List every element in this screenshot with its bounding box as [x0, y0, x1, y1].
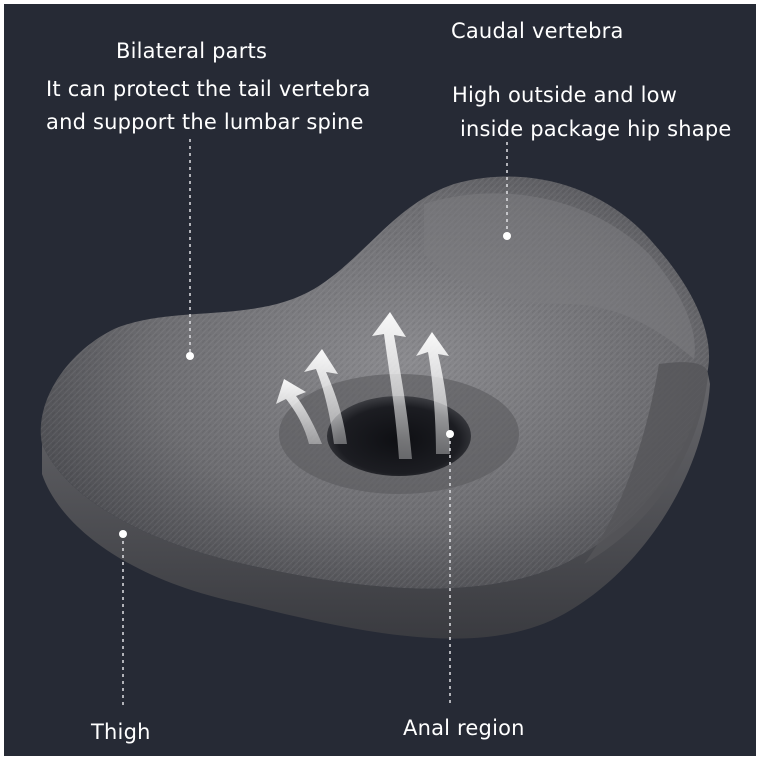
product-image-canvas: Bilateral parts It can protect the tail … — [4, 4, 756, 756]
high-outside-line1: High outside and low — [452, 83, 678, 107]
bilateral-parts-line2: and support the lumbar spine — [46, 110, 364, 134]
cushion-base-shadow — [42, 354, 710, 639]
marker-dot-caudal — [503, 232, 511, 240]
bilateral-parts-line1: It can protect the tail vertebra — [46, 77, 371, 101]
airflow-arrow-3 — [372, 312, 412, 459]
cushion-illustration — [40, 139, 710, 709]
cushion-right-edge — [584, 362, 709, 564]
marker-dot-anal — [446, 430, 454, 438]
airflow-arrows — [276, 312, 450, 459]
airflow-arrow-1 — [276, 379, 322, 444]
airflow-arrow-4 — [416, 332, 450, 454]
marker-dot-bilateral — [186, 352, 194, 360]
caudal-vertebra-label: Caudal vertebra — [451, 19, 624, 43]
marker-dot-thigh — [119, 530, 127, 538]
high-outside-line2: inside package hip shape — [460, 117, 732, 141]
thigh-label: Thigh — [91, 720, 151, 744]
anal-region-label: Anal region — [403, 716, 525, 740]
bilateral-parts-title: Bilateral parts — [116, 39, 268, 63]
airflow-arrow-2 — [304, 349, 347, 444]
cushion-back-ridge — [424, 193, 695, 359]
